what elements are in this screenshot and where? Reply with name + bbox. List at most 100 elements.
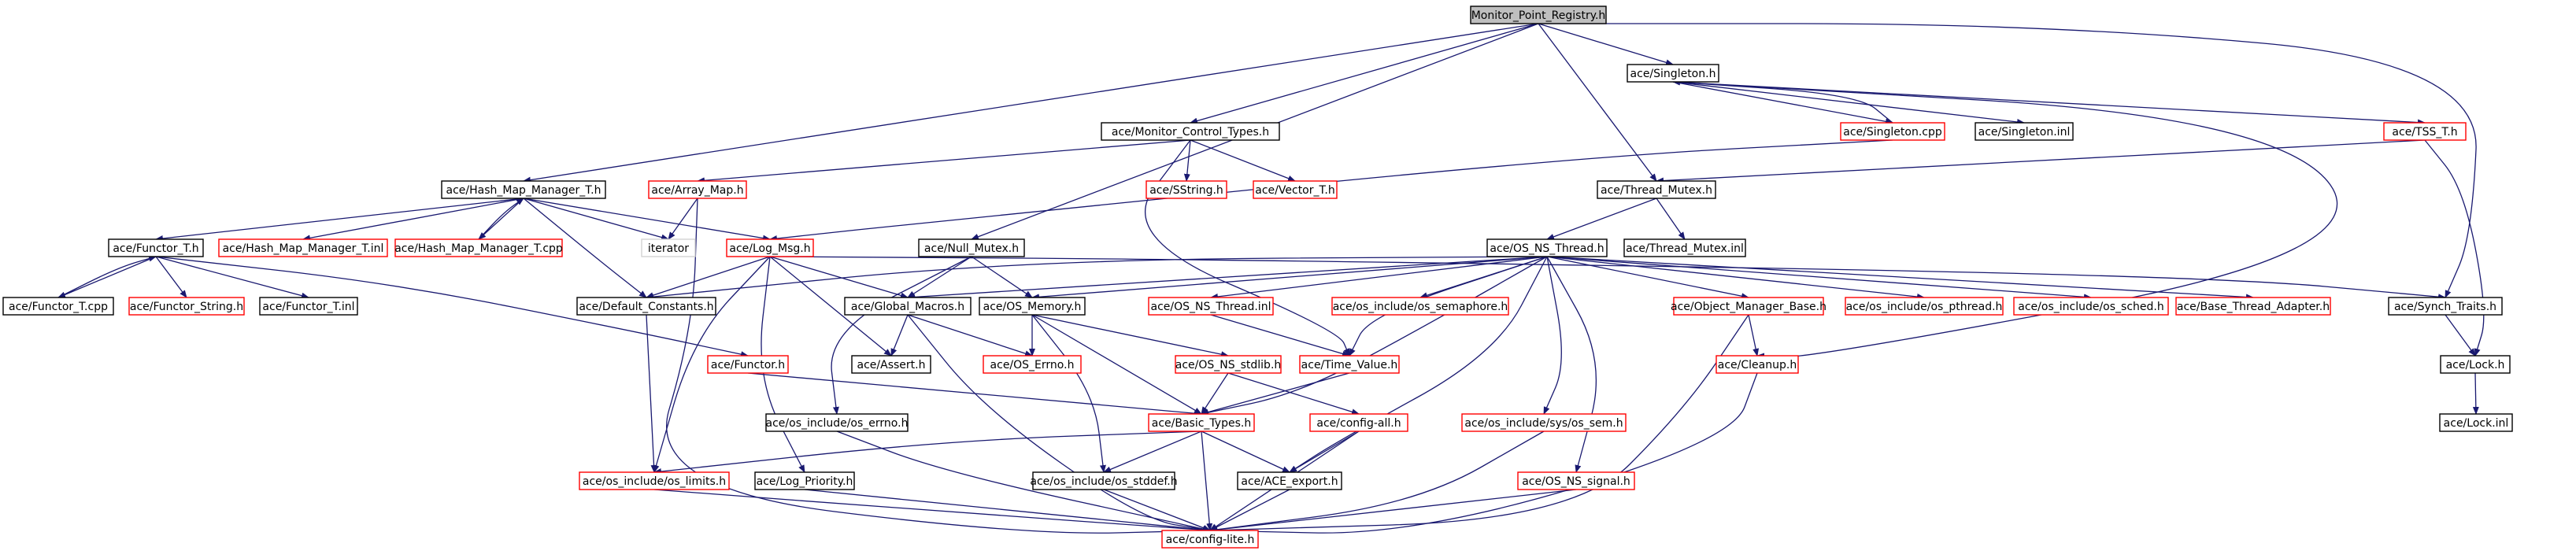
node-hmm-inl[interactable]: ace/Hash_Map_Manager_T.inl [218, 238, 388, 257]
node-log-msg[interactable]: ace/Log_Msg.h [726, 238, 814, 257]
node-functor-t-cpp[interactable]: ace/Functor_T.cpp [2, 297, 114, 316]
node-box [1161, 530, 1259, 549]
node-functor-t-inl[interactable]: ace/Functor_T.inl [259, 297, 358, 316]
edge-os_ns_thread-to-os_sem [1543, 256, 1562, 415]
node-label: ace/Log_Priority.h [757, 475, 853, 488]
edge-os_ns_thread-to-os_ns_signal [1546, 256, 1597, 473]
node-os-sched[interactable]: ace/os_include/os_sched.h [2013, 297, 2169, 316]
node-box [128, 297, 245, 316]
node-singleton-cpp[interactable]: ace/Singleton.cpp [1840, 122, 1945, 141]
node-box [754, 471, 855, 490]
node-config-all[interactable]: ace/config-all.h [1309, 413, 1408, 432]
node-label: ace/Monitor_Control_Types.h [1112, 126, 1269, 139]
edge-os_ns_thread-to-os_memory [1031, 256, 1548, 301]
node-assert-h[interactable]: ace/Assert.h [851, 355, 931, 374]
edge-os_ns_thread-to-time_value [1349, 256, 1548, 357]
node-os-ns-signal[interactable]: ace/OS_NS_signal.h [1517, 471, 1635, 490]
node-box [2439, 413, 2513, 432]
node-tss-t[interactable]: ace/TSS_T.h [2383, 122, 2467, 141]
node-vector-t[interactable]: ace/Vector_T.h [1253, 180, 1338, 199]
node-box [108, 238, 204, 257]
graph-edges [57, 23, 2485, 534]
node-os-stddef[interactable]: ace/os_include/os_stddef.h [1030, 471, 1178, 490]
node-label: ace/OS_Memory.h [983, 301, 1082, 313]
node-os-ns-stdlib[interactable]: ace/OS_NS_stdlib.h [1175, 355, 1282, 374]
node-label: ace/Functor_String.h [130, 301, 243, 313]
edge-log_msg-to-global_macros [769, 256, 909, 299]
node-hmm-h[interactable]: ace/Hash_Map_Manager_T.h [441, 180, 606, 199]
node-functor-string[interactable]: ace/Functor_String.h [128, 297, 245, 316]
node-os-errno[interactable]: ace/OS_Errno.h [983, 355, 1082, 374]
node-null-mutex[interactable]: ace/Null_Mutex.h [918, 238, 1025, 257]
node-basic-types[interactable]: ace/Basic_Types.h [1148, 413, 1255, 432]
node-box [1309, 413, 1408, 432]
node-thread-mutex[interactable]: ace/Thread_Mutex.h [1597, 180, 1716, 199]
node-label: iterator [648, 242, 689, 255]
edge-root-to-singleton_h [1538, 23, 1674, 66]
node-object-manager-base[interactable]: ace/Object_Manager_Base.h [1671, 297, 1827, 316]
node-os-limits[interactable]: ace/os_include/os_limits.h [579, 471, 730, 490]
edge-hmm_h-to-hmm_cpp [478, 198, 524, 240]
edge-root-to-synch_traits [1538, 23, 2477, 298]
edge-log_msg-to-default_constants [646, 256, 771, 298]
edge-os_limits-to-config_lite [653, 489, 1211, 534]
edge-hmm_cpp-to-hmm_h [478, 198, 524, 240]
node-label: ace/ACE_export.h [1241, 475, 1338, 488]
node-box [1627, 64, 1719, 83]
edge-os_ns_thread-to-os_ns_thread_inl [1210, 256, 1548, 300]
node-root[interactable]: Monitor_Point_Registry.h [1470, 6, 1607, 24]
node-singleton-inl[interactable]: ace/Singleton.inl [1975, 122, 2074, 141]
node-cleanup[interactable]: ace/Cleanup.h [1715, 355, 1799, 374]
node-synch-traits[interactable]: ace/Synch_Traits.h [2388, 297, 2503, 316]
node-iterator[interactable]: iterator [641, 238, 696, 257]
node-mct-h[interactable]: ace/Monitor_Control_Types.h [1101, 122, 1280, 141]
node-label: ace/os_include/os_stddef.h [1030, 475, 1177, 488]
node-hmm-cpp[interactable]: ace/Hash_Map_Manager_T.cpp [394, 238, 563, 257]
node-log-priority[interactable]: ace/Log_Priority.h [754, 471, 855, 490]
node-box [1148, 297, 1274, 316]
node-thread-mutex-inl[interactable]: ace/Thread_Mutex.inl [1623, 238, 1746, 257]
edge-log_msg-to-os_limits [653, 256, 771, 473]
node-label: ace/Global_Macros.h [851, 301, 964, 313]
node-functor-h[interactable]: ace/Functor.h [707, 355, 789, 374]
edge-singleton_h-to-cleanup [1672, 81, 2338, 360]
node-box [1623, 238, 1746, 257]
edge-os_ns_thread-to-global_macros [907, 256, 1548, 301]
node-config-lite[interactable]: ace/config-lite.h [1161, 530, 1259, 549]
edge-time_value-to-basic_types [1201, 372, 1350, 416]
node-label: ace/os_include/os_limits.h [583, 475, 726, 488]
node-array-map[interactable]: ace/Array_Map.h [648, 180, 747, 199]
edge-default_constants-to-os_limits [646, 314, 657, 473]
node-singleton-h[interactable]: ace/Singleton.h [1627, 64, 1719, 83]
node-os-include-errno[interactable]: ace/os_include/os_errno.h [765, 413, 909, 432]
node-label: ace/Basic_Types.h [1152, 417, 1251, 430]
node-functor-t[interactable]: ace/Functor_T.h [108, 238, 204, 257]
node-lock-h[interactable]: ace/Lock.h [2440, 355, 2511, 374]
node-os-pthread[interactable]: ace/os_include/os_pthread.h [1845, 297, 2004, 316]
edge-os_ns_thread-to-base_thread_adapter [1546, 256, 2254, 301]
node-os-sem[interactable]: ace/os_include/sys/os_sem.h [1461, 413, 1627, 432]
node-default-constants[interactable]: ace/Default_Constants.h [576, 297, 716, 316]
node-ace-export[interactable]: ace/ACE_export.h [1237, 471, 1342, 490]
edge-functor_t-to-functor_h [155, 256, 749, 358]
edge-log_priority-to-config_lite [804, 489, 1211, 534]
node-label: ace/config-all.h [1316, 417, 1401, 430]
node-global-macros[interactable]: ace/Global_Macros.h [844, 297, 972, 316]
node-base-thread-adapter[interactable]: ace/Base_Thread_Adapter.h [2175, 297, 2331, 316]
edge-os_ns_thread-to-ace_export [1289, 256, 1548, 473]
node-label: ace/Thread_Mutex.inl [1626, 242, 1744, 255]
node-os-ns-thread-inl[interactable]: ace/OS_NS_Thread.inl [1148, 297, 1274, 316]
node-sstring[interactable]: ace/SString.h [1146, 180, 1227, 199]
node-os-ns-thread[interactable]: ace/OS_NS_Thread.h [1486, 238, 1608, 257]
node-label: ace/OS_Errno.h [990, 359, 1075, 371]
node-time-value[interactable]: ace/Time_Value.h [1299, 355, 1400, 374]
node-box [765, 413, 909, 432]
node-lock-inl[interactable]: ace/Lock.inl [2439, 413, 2513, 432]
node-os-memory[interactable]: ace/OS_Memory.h [979, 297, 1086, 316]
edge-functor_t-to-functor_t_inl [155, 256, 309, 299]
node-label: ace/Singleton.cpp [1843, 126, 1942, 139]
edge-log_msg-to-log_priority [761, 256, 805, 473]
node-box [1237, 471, 1342, 490]
node-os-semaphore[interactable]: ace/os_include/os_semaphore.h [1331, 297, 1509, 316]
edge-global_macros-to-assert_h [890, 314, 909, 357]
